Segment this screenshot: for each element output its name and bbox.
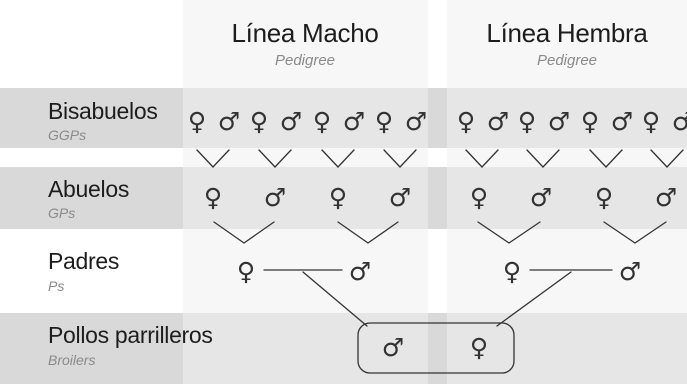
male-icon: ♂ — [343, 107, 365, 136]
row-subtitle-broilers: Broilers — [48, 352, 96, 368]
v-connector — [477, 221, 541, 244]
v-connector — [196, 149, 230, 168]
column-subtitle-macho: Pedigree — [274, 52, 336, 69]
female-icon: ♀ — [595, 183, 613, 212]
broiler-box — [357, 322, 515, 374]
female-icon: ♀ — [457, 107, 475, 136]
row-title-bisabuelos: Bisabuelos — [48, 98, 158, 124]
v-connector — [213, 221, 275, 244]
v-connector — [258, 149, 292, 168]
row-title-padres: Padres — [48, 248, 120, 274]
cross-line-macho — [302, 271, 368, 327]
column-title-macho: Línea Macho — [231, 18, 379, 48]
male-icon: ♂ — [530, 183, 552, 212]
v-connector — [603, 221, 667, 244]
row-title-pollos: Pollos parrilleros — [48, 322, 213, 348]
male-icon: ♂ — [655, 183, 677, 212]
row-title-abuelos: Abuelos — [48, 176, 130, 202]
male-icon: ♂ — [349, 257, 371, 286]
female-icon: ♀ — [250, 107, 268, 136]
row-subtitle-gps: GPs — [48, 205, 76, 221]
parent-symbols: ♀ ♂ ♀ ♂ — [237, 257, 641, 286]
v-connector — [321, 149, 355, 168]
v-connector — [465, 149, 499, 168]
male-icon: ♂ — [548, 107, 570, 136]
female-icon: ♀ — [503, 257, 521, 286]
ggp-symbols: ♀ ♂ ♀ ♂ ♀ ♂ ♀ ♂ ♀ ♂ ♀ ♂ ♀ ♂ ♀ ♂ — [188, 107, 687, 136]
male-icon: ♂ — [619, 257, 641, 286]
female-icon: ♀ — [237, 257, 255, 286]
row-subtitle-ggps: GGPs — [48, 127, 87, 143]
broiler-symbols: ♂ ♀ — [382, 333, 488, 362]
male-icon: ♂ — [218, 107, 240, 136]
male-icon: ♂ — [611, 107, 633, 136]
v-connector — [383, 149, 417, 168]
male-icon: ♂ — [672, 107, 687, 136]
row-subtitle-ps: Ps — [48, 278, 65, 294]
v-connector — [526, 149, 560, 168]
female-icon: ♀ — [470, 333, 488, 362]
v-connector — [589, 149, 623, 168]
male-icon: ♂ — [487, 107, 509, 136]
female-icon: ♀ — [518, 107, 536, 136]
gp-symbols: ♀ ♂ ♀ ♂ ♀ ♂ ♀ ♂ — [204, 183, 677, 212]
v-connector — [650, 149, 684, 168]
male-icon: ♂ — [382, 333, 404, 362]
female-icon: ♀ — [375, 107, 393, 136]
column-linea-macho — [183, 0, 428, 384]
female-icon: ♀ — [642, 107, 660, 136]
female-icon: ♀ — [204, 183, 222, 212]
cross-line-hembra — [496, 271, 572, 327]
female-icon: ♀ — [313, 107, 331, 136]
female-icon: ♀ — [470, 183, 488, 212]
v-connector — [337, 221, 399, 244]
female-icon: ♀ — [329, 183, 347, 212]
female-icon: ♀ — [581, 107, 599, 136]
female-icon: ♀ — [188, 107, 206, 136]
male-icon: ♂ — [405, 107, 427, 136]
column-linea-hembra — [447, 0, 687, 384]
column-subtitle-hembra: Pedigree — [536, 52, 598, 69]
male-icon: ♂ — [264, 183, 286, 212]
male-icon: ♂ — [389, 183, 411, 212]
column-title-hembra: Línea Hembra — [486, 18, 648, 48]
male-icon: ♂ — [280, 107, 302, 136]
